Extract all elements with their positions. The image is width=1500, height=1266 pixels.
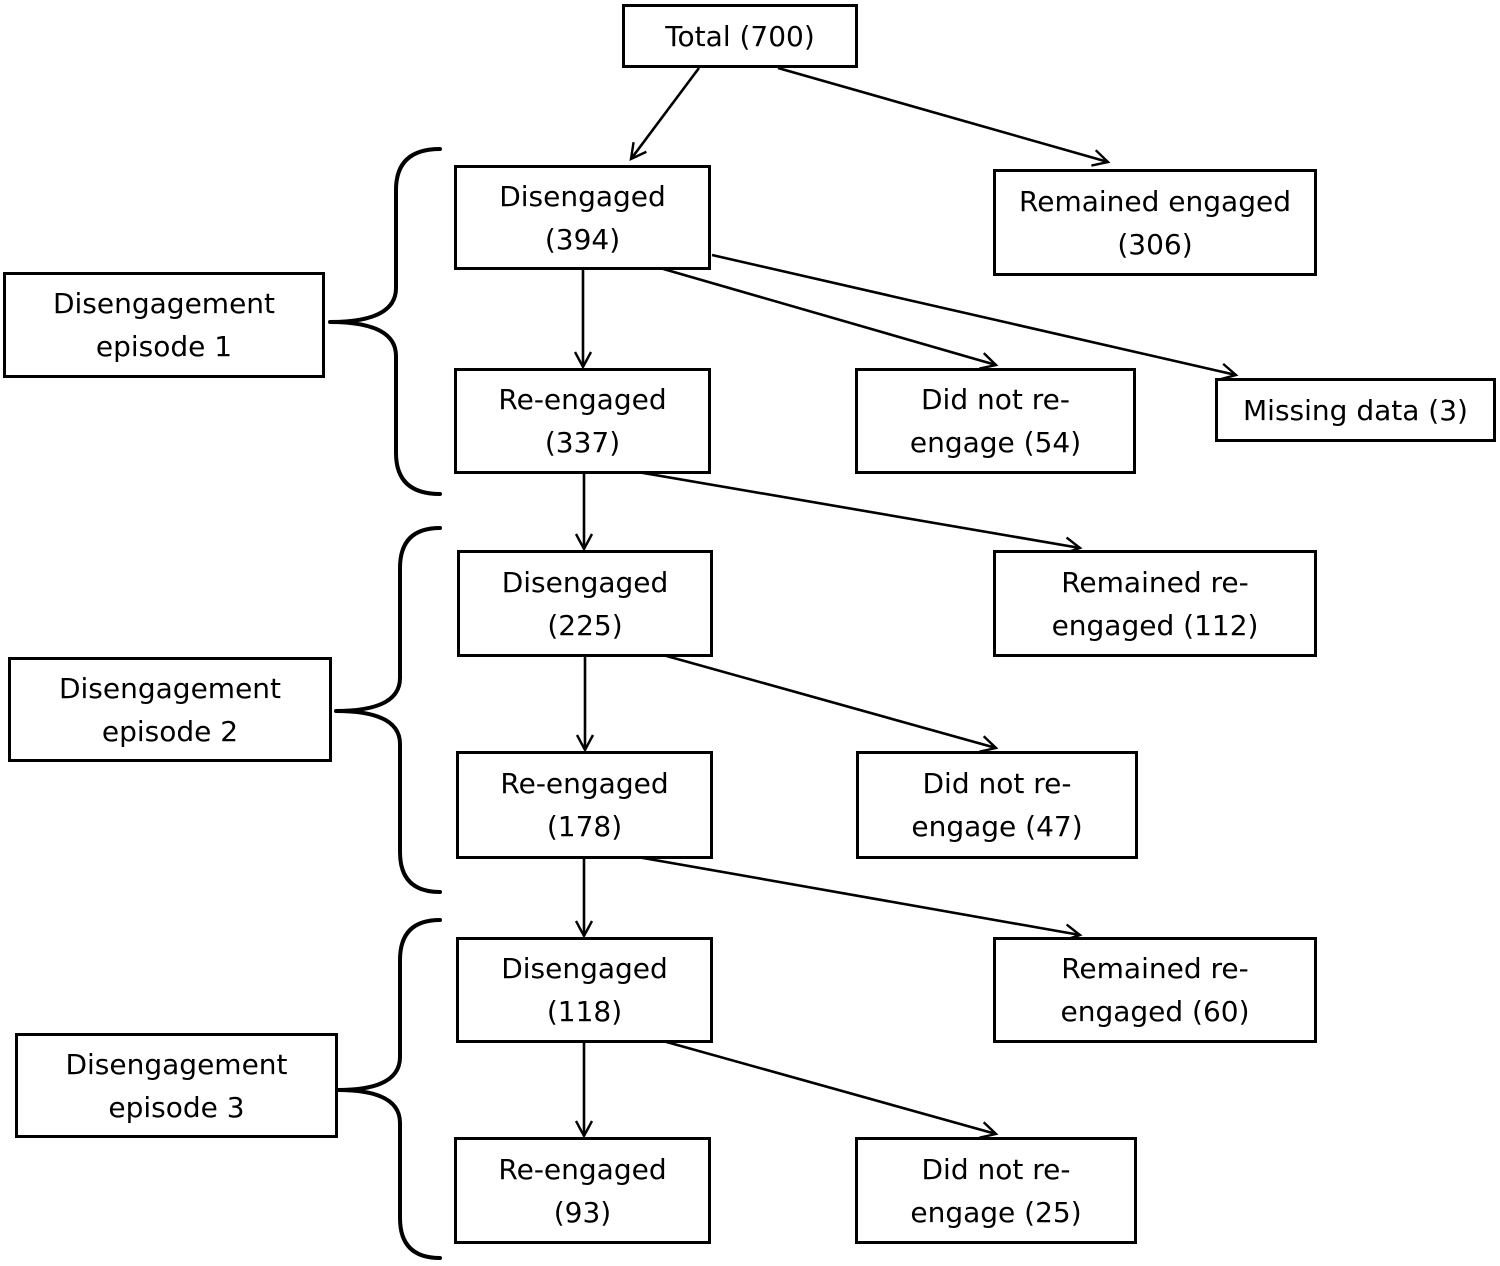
node-episode-1-disengaged: Disengaged (394) <box>454 165 711 270</box>
node-episode-1-disengaged-label: Disengaged (394) <box>499 179 666 256</box>
episode-1-label: Disengagement episode 1 <box>52 287 276 363</box>
brace-episode-3 <box>336 918 442 1260</box>
node-episode-1-remained-engaged-label: Remained engaged (306) <box>1019 184 1291 261</box>
node-episode-3-reengaged-label: Re-engaged (93) <box>498 1152 667 1229</box>
node-episode-2-remained-reengaged-label: Remained re- engaged (112) <box>1051 565 1259 642</box>
node-episode-1-remained-engaged: Remained engaged (306) <box>993 169 1317 276</box>
arrow-e1-reengaged-to-e2-remained-reengaged <box>631 469 1083 555</box>
node-episode-1-reengaged-label: Re-engaged (337) <box>498 383 667 459</box>
node-episode-2-reengaged: Re-engaged (178) <box>456 751 713 859</box>
arrow-e2-reengaged-to-e3-remained-reengaged <box>631 854 1083 942</box>
episode-1-label-box: Disengagement episode 1 <box>3 272 325 378</box>
episode-2-label: Disengagement episode 2 <box>58 671 282 748</box>
node-episode-3-disengaged-label: Disengaged (118) <box>501 952 668 1028</box>
node-episode-2-reengaged-label: Re-engaged (178) <box>500 767 669 843</box>
arrow-e2-disengaged-to-e2-did-not-reengage <box>662 653 999 753</box>
node-total-label: Total (700) <box>665 19 815 53</box>
node-episode-3-reengaged: Re-engaged (93) <box>454 1137 711 1244</box>
node-episode-2-did-not-reengage: Did not re- engage (47) <box>856 751 1138 859</box>
arrow-total-to-e1-remained-engaged <box>777 66 1111 167</box>
arrow-e3-disengaged-to-e3-did-not-reengage <box>662 1039 999 1139</box>
node-episode-1-missing-data-label: Missing data (3) <box>1243 393 1468 427</box>
node-episode-1-did-not-reengage-label: Did not re- engage (54) <box>909 383 1082 459</box>
brace-episode-1 <box>328 147 442 496</box>
episode-3-label: Disengagement episode 3 <box>65 1047 288 1124</box>
node-episode-2-did-not-reengage-label: Did not re- engage (47) <box>911 767 1083 843</box>
node-episode-3-did-not-reengage-label: Did not re- engage (25) <box>910 1152 1082 1229</box>
node-episode-3-did-not-reengage: Did not re- engage (25) <box>855 1137 1137 1244</box>
episode-3-label-box: Disengagement episode 3 <box>15 1033 338 1138</box>
episode-2-label-box: Disengagement episode 2 <box>8 657 332 762</box>
brace-episode-2 <box>334 526 442 894</box>
node-episode-1-did-not-reengage: Did not re- engage (54) <box>855 368 1136 474</box>
node-total: Total (700) <box>622 4 858 68</box>
arrow-e1-disengaged-to-e1-did-not-reengage <box>659 266 999 370</box>
arrow-total-to-e1-disengaged <box>629 67 701 162</box>
node-episode-1-reengaged: Re-engaged (337) <box>454 368 711 474</box>
node-episode-2-disengaged-label: Disengaged (225) <box>501 565 669 642</box>
node-episode-3-remained-reengaged-label: Remained re- engaged (60) <box>1060 952 1250 1028</box>
node-episode-1-missing-data: Missing data (3) <box>1215 378 1496 442</box>
node-episode-2-disengaged: Disengaged (225) <box>457 550 713 657</box>
node-episode-3-disengaged: Disengaged (118) <box>456 937 713 1043</box>
arrow-e1-disengaged-to-e1-missing-data <box>711 253 1239 381</box>
node-episode-3-remained-reengaged: Remained re- engaged (60) <box>993 937 1317 1043</box>
node-episode-2-remained-reengaged: Remained re- engaged (112) <box>993 550 1317 657</box>
